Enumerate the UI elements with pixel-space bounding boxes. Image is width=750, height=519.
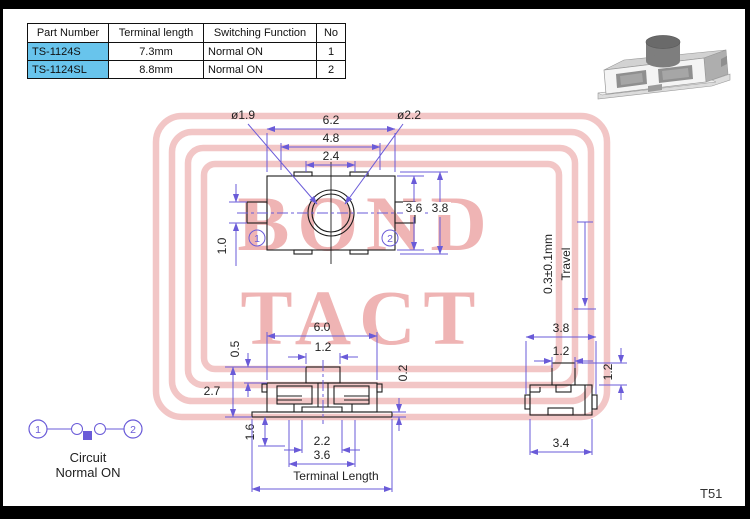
cell-part-number: TS-1124S: [27, 42, 109, 61]
dim-front-terminal-height: 1.6: [243, 423, 257, 440]
circuit-subtitle: Normal ON: [55, 465, 120, 480]
page-border-right: [745, 0, 750, 519]
cell-terminal-length: 7.3mm: [108, 42, 204, 61]
spec-table: Part Number Terminal length Switching Fu…: [27, 23, 346, 79]
watermark-line2: TACT: [241, 274, 484, 361]
dim-top-width: 6.2: [323, 113, 340, 127]
terminal-1-marker: [248, 229, 266, 247]
side-view-dimensions: 0.3±0.1mm Travel 3.8 1.2 1.2 3.4: [525, 221, 627, 456]
dim-top-height-inner: 3.6: [406, 201, 423, 215]
switch-3d-button: [645, 35, 681, 68]
circuit-terminal-1-number: 1: [35, 424, 41, 436]
dim-dia-large: ø2.2: [397, 108, 421, 122]
dim-side-stem-width: 1.2: [553, 344, 570, 358]
travel-value: 0.3±0.1mm: [541, 234, 555, 294]
header-part-number: Part Number: [27, 23, 109, 43]
page-border-bottom: [0, 506, 750, 519]
watermark-line1: BOND: [237, 180, 494, 267]
dim-front-width: 6.0: [314, 320, 331, 334]
dim-front-pad-span: 3.6: [314, 448, 331, 462]
dim-front-stem-width: 1.2: [315, 340, 332, 354]
terminal-2-number: 2: [387, 233, 393, 245]
page-border-left: [0, 0, 3, 519]
page-border-top: [0, 0, 750, 9]
switch-3d-body: [597, 49, 731, 100]
cell-part-number: TS-1124SL: [27, 60, 109, 79]
dim-side-body-width: 3.4: [553, 436, 570, 450]
dim-front-base-thickness: 0.2: [396, 364, 410, 381]
header-switching-function: Switching Function: [203, 23, 317, 43]
circuit-title: Circuit: [70, 450, 107, 465]
header-no: No: [316, 23, 346, 43]
circuit-terminal-2-marker: [123, 419, 143, 439]
cell-terminal-length: 8.8mm: [108, 60, 204, 79]
circuit-diagram: 1 2 Circuit Normal ON: [28, 419, 143, 480]
terminal-length-label: Terminal Length: [293, 469, 378, 483]
side-view-drawing: 0.3±0.1mm Travel 3.8 1.2 1.2 3.4: [524, 221, 627, 456]
spec-table-header-row: Part Number Terminal length Switching Fu…: [27, 23, 346, 43]
circuit-terminal-2-number: 2: [130, 424, 136, 436]
circuit-symbols: 1 2: [28, 419, 143, 440]
travel-label: Travel: [559, 248, 573, 281]
contact-bridge: [83, 431, 92, 440]
front-view-outline: [251, 366, 393, 418]
dim-front-body-height: 2.7: [204, 384, 221, 398]
dim-top-button-width: 2.4: [323, 149, 340, 163]
dim-front-contact-span: 2.2: [314, 434, 331, 448]
side-view-outline: [524, 362, 598, 416]
contact-left: [71, 423, 83, 435]
dim-side-width: 3.8: [553, 321, 570, 335]
contact-right: [94, 423, 106, 435]
table-row: TS-1124SL 8.8mm Normal ON 2: [27, 60, 346, 79]
dim-side-stem-height: 1.2: [601, 363, 615, 380]
terminal-1-number: 1: [254, 233, 260, 245]
dim-top-inner-width: 4.8: [323, 131, 340, 145]
cell-switching-function: Normal ON: [203, 60, 317, 79]
front-view-dimensions: 6.0 1.2 0.5 2.7 1.6 0.2: [204, 320, 410, 493]
page-code: T51: [700, 486, 723, 501]
switch-3d-render: [597, 35, 731, 100]
cell-no: 1: [316, 42, 346, 61]
header-terminal-length: Terminal length: [108, 23, 204, 43]
dim-top-terminal: 1.0: [215, 237, 229, 254]
dim-front-stem-height: 0.5: [228, 340, 242, 357]
dim-top-height-outer: 3.8: [432, 201, 449, 215]
cell-no: 2: [316, 60, 346, 79]
terminal-2-marker: [381, 229, 399, 247]
top-view-dimensions: 6.2 4.8 2.4 ø1.9 ø2.2 3.6 3.8: [215, 108, 451, 266]
dim-dia-small: ø1.9: [231, 108, 255, 122]
front-view-drawing: 6.0 1.2 0.5 2.7 1.6 0.2: [204, 320, 410, 493]
table-row: TS-1124S 7.3mm Normal ON 1: [27, 42, 346, 61]
cell-switching-function: Normal ON: [203, 42, 317, 61]
watermark-frame-ring-4: [200, 160, 563, 373]
top-view-drawing: 6.2 4.8 2.4 ø1.9 ø2.2 3.6 3.8: [215, 108, 451, 266]
